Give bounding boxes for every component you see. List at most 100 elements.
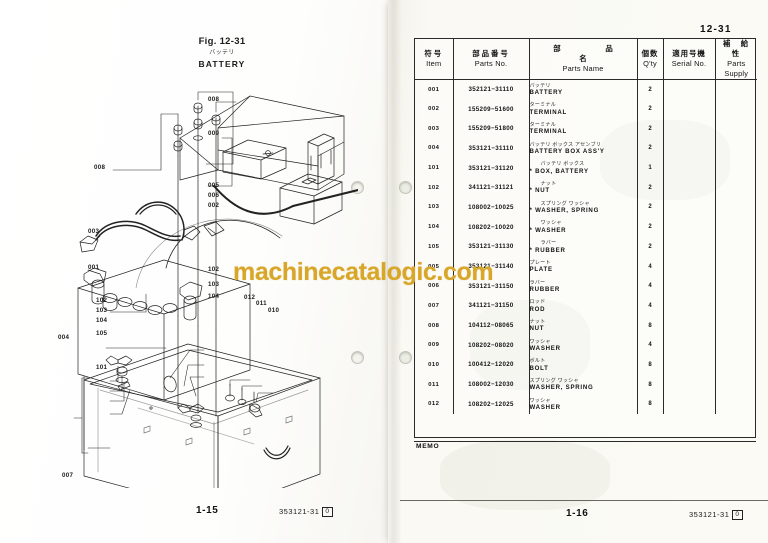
cell-parts-no: 108202−12025 [453, 394, 530, 415]
parts-name-en: BATTERY BOX ASS'Y [529, 148, 605, 156]
parts-list-table: 符号 Item 部品番号 Parts No. 部 品 名 Parts Name … [415, 39, 757, 415]
parts-name-jp: ワッシャ [529, 397, 551, 404]
cell-item: 001 [415, 79, 454, 100]
col-header-qty-jp: 個数 [641, 49, 659, 58]
cell-item: 010 [415, 355, 454, 375]
col-header-serial-no: 適用号機 Serial No. [663, 39, 716, 80]
cell-item: 004 [415, 138, 454, 159]
cell-serial-no [663, 177, 716, 198]
parts-name-jp: プレート [529, 259, 551, 266]
binder-hole [400, 352, 411, 363]
cell-serial-no [663, 197, 716, 218]
cell-parts-supply [715, 80, 757, 100]
cell-serial-no [663, 99, 716, 119]
cell-serial-no [663, 394, 716, 415]
callout-104-upper: 104 [208, 293, 220, 300]
cell-parts-supply [715, 119, 757, 139]
parts-name-jp: スプリング ワッシャ [529, 377, 579, 384]
cell-parts-supply [715, 257, 757, 277]
cell-parts-supply [715, 178, 757, 198]
col-header-item: 符号 Item [415, 39, 454, 80]
cell-parts-supply [715, 375, 757, 395]
callout-006: 006 [208, 192, 220, 199]
cell-qty: 8 [637, 355, 664, 375]
parts-name-en: * WASHER [529, 226, 567, 234]
cell-parts-no: 155209−51800 [453, 118, 530, 139]
parts-name-en: NUT [529, 325, 545, 333]
col-header-parts-supply-en: Parts Supply [724, 59, 749, 78]
parts-table-header-row: 符号 Item 部品番号 Parts No. 部 品 名 Parts Name … [415, 39, 757, 80]
cell-item: 007 [415, 296, 454, 316]
left-revision-box: 0 [322, 507, 333, 517]
cell-item: 006 [415, 276, 454, 297]
parts-name-en: BOLT [529, 364, 549, 372]
parts-name-en: * NUT [529, 187, 550, 195]
cell-serial-no [663, 276, 716, 297]
col-header-serial-no-jp: 適用号機 [672, 49, 706, 58]
cell-serial-no [663, 118, 716, 139]
cell-qty: 2 [637, 177, 664, 198]
parts-name-jp: バッテリ ボックス [540, 161, 585, 168]
parts-name-jp: ラバー [540, 240, 557, 247]
cell-parts-supply [715, 316, 757, 336]
col-header-parts-name: 部 品 名 Parts Name [529, 39, 658, 80]
cell-parts-no: 108202−08020 [453, 335, 530, 356]
parts-table-header: 符号 Item 部品番号 Parts No. 部 品 名 Parts Name … [415, 39, 757, 80]
cell-qty: 4 [637, 276, 664, 297]
col-header-serial-no-en: Serial No. [671, 59, 707, 68]
parts-name-jp: バッテリ ボックス アセンブリ [529, 141, 602, 148]
callout-012: 012 [244, 294, 256, 301]
parts-name-jp: バッテリ [529, 82, 551, 89]
cell-item: 009 [415, 335, 454, 356]
col-header-parts-name-jp: 部 品 名 [553, 44, 658, 63]
cell-parts-no: 353121−31120 [453, 158, 530, 178]
cell-qty: 4 [637, 256, 664, 277]
col-header-item-jp: 符号 [424, 49, 444, 58]
cell-qty: 1 [637, 158, 664, 178]
cell-parts-supply [715, 276, 757, 296]
col-header-parts-supply-jp: 補 給 性 [722, 39, 759, 58]
illustration-linework [73, 91, 358, 488]
cell-qty: 2 [637, 118, 664, 139]
cell-parts-supply [715, 158, 757, 178]
figure-title-jp: バッテリ [209, 50, 235, 56]
cell-parts-name: ラバー* RUBBER [529, 237, 638, 257]
cell-serial-no [663, 79, 716, 100]
cell-qty: 2 [637, 237, 664, 257]
parts-name-en: WASHER, SPRING [529, 384, 594, 392]
cell-parts-no: 108002−12030 [453, 374, 530, 395]
callout-103-upper: 103 [208, 281, 220, 288]
figure-caption: Fig. 12-31 バッテリ BATTERY [152, 36, 292, 70]
parts-name-jp: スプリング ワッシャ [540, 200, 590, 207]
cell-parts-supply [715, 139, 757, 159]
parts-name-en: RUBBER [529, 285, 561, 293]
cell-parts-no: 341121−31150 [453, 296, 530, 316]
cell-qty: 4 [637, 335, 664, 356]
right-footer-divider [400, 500, 768, 501]
col-header-parts-name-en: Parts Name [562, 64, 604, 73]
cell-item: 002 [415, 99, 454, 119]
callout-105: 105 [96, 330, 108, 337]
callout-102: 102 [96, 297, 108, 304]
